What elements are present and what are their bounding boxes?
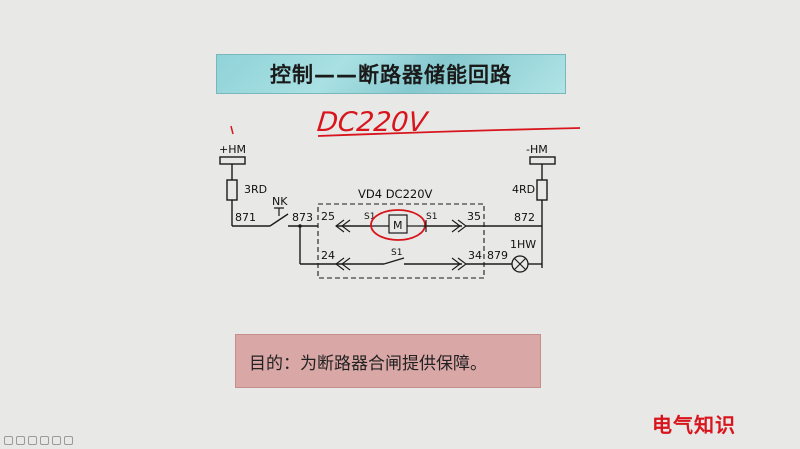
lamp-cross [514, 258, 526, 270]
label-s1-right: S1 [426, 212, 437, 222]
brand-logo: 电气知识 [652, 413, 736, 437]
handwritten-tick [230, 125, 234, 135]
label-3rd: 3RD [244, 183, 267, 196]
pointer-icon[interactable] [52, 436, 61, 445]
breaker-dashed-box [317, 203, 485, 279]
label-term-25: 25 [321, 210, 335, 223]
handwritten-underline [317, 127, 581, 137]
label-879: 879 [487, 249, 508, 262]
bus-bar-minus [529, 156, 556, 165]
label-s1-left: S1 [364, 212, 375, 222]
label-s1-bottom: S1 [391, 248, 402, 258]
label-4rd: 4RD [512, 183, 535, 196]
purpose-text: 目的：为断路器合闸提供保障。 [249, 353, 487, 374]
label-minus-hm: -HM [526, 143, 548, 156]
label-871: 871 [235, 211, 256, 224]
motor-label: M [393, 219, 403, 232]
presentation-toolbar [4, 436, 73, 445]
bus-bar-plus [219, 156, 246, 165]
label-nk: NK [272, 195, 288, 208]
contact-nk-actuator [274, 207, 284, 216]
contact-nk [269, 213, 289, 227]
purpose-box: 目的：为断路器合闸提供保障。 [235, 334, 541, 388]
grid-icon[interactable] [64, 436, 73, 445]
label-873: 873 [292, 211, 313, 224]
fuse-4rd [536, 179, 548, 201]
label-plus-hm: +HM [219, 143, 246, 156]
handwritten-annotation: DC220V [230, 107, 581, 138]
comment-icon[interactable] [40, 436, 49, 445]
label-term-35: 35 [467, 210, 481, 223]
label-term-34: 34 [468, 249, 482, 262]
slide-title: 控制——断路器储能回路 [270, 63, 512, 87]
title-banner: 控制——断路器储能回路 [216, 54, 566, 94]
label-vd4: VD4 DC220V [358, 187, 433, 201]
label-term-24: 24 [321, 249, 335, 262]
motor-highlight-ring [370, 209, 426, 241]
pen-icon[interactable] [4, 436, 13, 445]
label-872: 872 [514, 211, 535, 224]
fuse-3rd [226, 179, 238, 201]
s1-bottom-contact [383, 257, 405, 265]
motor-box [388, 214, 408, 234]
zoom-icon[interactable] [28, 436, 37, 445]
label-1hw: 1HW [510, 238, 536, 251]
eraser-icon[interactable] [16, 436, 25, 445]
